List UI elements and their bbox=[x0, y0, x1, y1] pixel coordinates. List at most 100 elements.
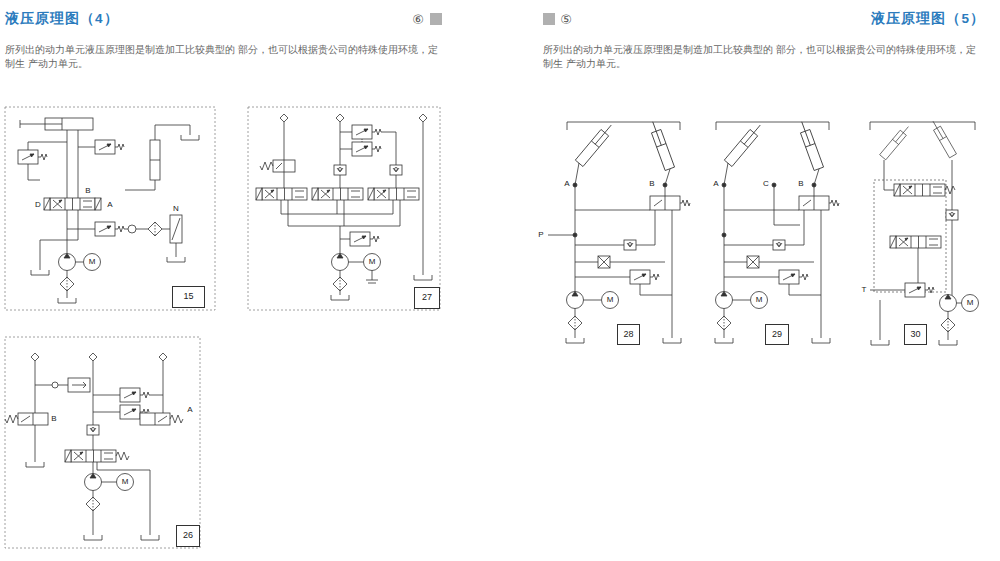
hydraulic-schematic bbox=[364, 254, 381, 271]
page-mark-square bbox=[430, 13, 442, 25]
hydraulic-schematic bbox=[331, 295, 349, 300]
hydraulic-schematic bbox=[256, 188, 262, 200]
port-letter: N bbox=[172, 205, 180, 213]
hydraulic-schematic bbox=[159, 353, 167, 361]
hydraulic-schematic bbox=[548, 235, 575, 236]
hydraulic-schematic bbox=[930, 119, 957, 158]
motor-letter: M bbox=[88, 258, 97, 266]
hydraulic-schematic bbox=[945, 186, 955, 194]
hydraulic-schematic bbox=[170, 215, 182, 243]
hydraulic-schematic bbox=[172, 218, 180, 240]
hydraulic-schematic bbox=[318, 188, 363, 200]
port-letter: A bbox=[106, 201, 113, 209]
hydraulic-schematic bbox=[896, 236, 941, 248]
page-mark: ⑥ bbox=[412, 13, 424, 26]
hydraulic-schematic bbox=[333, 277, 347, 291]
hydraulic-schematic bbox=[870, 122, 975, 130]
hydraulic-schematic bbox=[67, 229, 95, 230]
hydraulic-schematic bbox=[336, 114, 344, 122]
figure-number: 29 bbox=[772, 330, 782, 340]
hydraulic-schematic bbox=[880, 124, 912, 160]
hydraulic-schematic bbox=[880, 124, 912, 160]
hydraulic-schematic bbox=[95, 140, 124, 154]
hydraulic-schematic bbox=[181, 135, 199, 140]
hydraulic-schematic bbox=[89, 353, 97, 361]
hydraulic-schematic bbox=[874, 180, 946, 292]
hydraulic-schematic bbox=[52, 382, 58, 388]
hydraulic-schematic bbox=[20, 118, 62, 130]
hydraulic-schematic bbox=[5, 415, 18, 423]
hydraulic-schematic bbox=[334, 165, 346, 175]
hydraulic-schematic bbox=[870, 119, 979, 345]
hydraulic-schematic bbox=[125, 125, 190, 190]
hydraulic-schematic bbox=[715, 120, 839, 343]
figure-number-box: 15 bbox=[172, 286, 205, 308]
hydraulic-schematic bbox=[715, 120, 839, 343]
hydraulic-schematic bbox=[117, 474, 134, 491]
intro-text: 所列出的动力单元液压原理图是制造加工比较典型的 部分，也可以根据贵公司的特殊使用… bbox=[5, 43, 441, 71]
hydraulic-schematic bbox=[40, 210, 78, 270]
page-mark: ⑤ bbox=[560, 13, 572, 26]
page-title: 液压原理图（5） bbox=[871, 11, 985, 27]
hydraulic-schematic bbox=[248, 107, 440, 310]
page-title: 液压原理图（4） bbox=[5, 11, 119, 27]
port-letter: B bbox=[797, 180, 804, 188]
hydraulic-schematic bbox=[350, 232, 379, 246]
hydraulic-schematic bbox=[31, 353, 39, 361]
hydraulic-schematic bbox=[940, 295, 957, 312]
hydraulic-schematic bbox=[35, 385, 68, 386]
figure-number-box: 26 bbox=[176, 525, 200, 547]
hydraulic-schematic bbox=[962, 295, 979, 312]
hydraulic-schematic bbox=[76, 262, 84, 263]
hydraulic-schematic bbox=[890, 236, 896, 248]
hydraulic-schematic bbox=[930, 119, 957, 158]
hydraulic-schematic bbox=[894, 184, 900, 196]
figure-number: 30 bbox=[910, 330, 920, 340]
hydraulic-schematic bbox=[167, 257, 185, 262]
port-letter: A bbox=[186, 406, 193, 414]
page-mark-square bbox=[543, 13, 555, 25]
hydraulic-schematic bbox=[332, 254, 349, 271]
port-letter: D bbox=[34, 201, 42, 209]
port-letter: A bbox=[712, 180, 719, 188]
hydraulic-schematic bbox=[18, 413, 48, 425]
hydraulic-schematic bbox=[72, 382, 86, 388]
hydraulic-schematic bbox=[939, 340, 957, 345]
hydraulic-schematic bbox=[871, 340, 889, 345]
hydraulic-schematic bbox=[102, 482, 117, 483]
hydraulic-schematic bbox=[374, 188, 419, 200]
hydraulic-schematic bbox=[18, 150, 47, 164]
page-mark-square bbox=[430, 13, 555, 25]
hydraulic-schematic bbox=[352, 142, 381, 156]
hydraulic-schematic bbox=[368, 188, 374, 200]
figure-number-box: 29 bbox=[765, 324, 789, 345]
hydraulic-schematic bbox=[44, 198, 50, 210]
hydraulic-schematic bbox=[340, 226, 350, 254]
hydraulic-schematic bbox=[349, 262, 364, 263]
hydraulic-schematic bbox=[28, 142, 67, 180]
hydraulic-schematic bbox=[772, 183, 776, 187]
hydraulic-schematic bbox=[86, 497, 100, 511]
hydraulic-schematic bbox=[21, 413, 33, 425]
hydraulic-schematic bbox=[905, 283, 934, 297]
hydraulic-schematic bbox=[84, 535, 102, 540]
port-letter: A bbox=[563, 180, 570, 188]
hydraulic-schematic bbox=[26, 462, 44, 467]
hydraulic-schematic bbox=[248, 107, 440, 310]
figure-number-box: 30 bbox=[904, 324, 927, 345]
port-letter: T bbox=[861, 286, 868, 294]
hydraulic-schematic bbox=[59, 254, 76, 271]
figure-number: 26 bbox=[183, 531, 193, 541]
port-letter: B bbox=[50, 415, 57, 423]
hydraulic-schematic bbox=[566, 120, 690, 343]
hydraulic-schematic bbox=[116, 452, 129, 460]
hydraulic-schematic bbox=[78, 147, 95, 148]
hydraulic-schematic bbox=[5, 107, 215, 310]
hydraulic-schematic bbox=[262, 188, 307, 200]
figure-number-box: 28 bbox=[617, 324, 640, 345]
motor-letter: M bbox=[121, 478, 130, 486]
hydraulic-schematic bbox=[548, 120, 690, 343]
hydraulic-schematic bbox=[60, 277, 74, 291]
